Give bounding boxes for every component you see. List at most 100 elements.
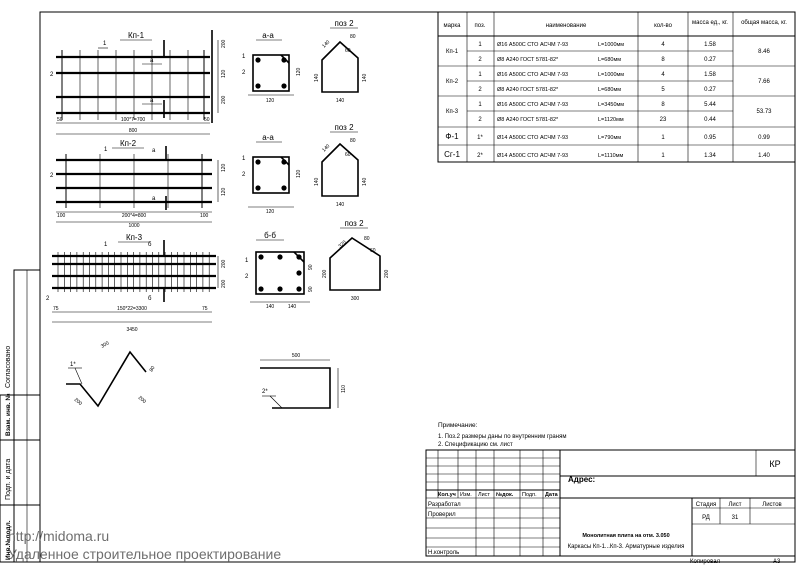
spec-pos: 1 — [478, 72, 482, 78]
dim: 140 — [314, 177, 320, 186]
dim: 200 — [221, 259, 227, 268]
spec-name: Ø16 А500С СТО АСЧМ 7-93 — [497, 42, 568, 48]
fixture-2: 500 110 2* — [260, 353, 347, 409]
cut-mark: а — [150, 58, 154, 64]
object-title: Монолитная плита на отм. 3.050 — [582, 533, 669, 539]
spec-name: Ø16 А500С СТО АСЧМ 7-93 — [497, 72, 568, 78]
spec-header: наименование — [546, 23, 587, 29]
dim: 100*7=700 — [121, 117, 146, 123]
spec-total: 7.66 — [758, 79, 770, 85]
spec-total: 1.40 — [758, 153, 770, 159]
pos-mark: 1 — [245, 258, 249, 264]
spec-header: марка — [444, 23, 462, 29]
spec-total: 8.46 — [758, 49, 770, 55]
spec-name: Ø8 А240 ГОСТ 5781-82* — [497, 57, 559, 63]
tb-col: Подп. — [522, 492, 537, 498]
dim: 120 — [221, 69, 227, 78]
spec-table: марка поз. наименование кол-во масса ед.… — [437, 11, 796, 163]
inv2-label: Инв.№подл. — [5, 520, 12, 560]
pos-mark: 1* — [70, 362, 76, 368]
sign-label: Подп. и дата — [5, 459, 12, 500]
sheets-header: Листов — [762, 502, 782, 508]
spec-pos: 1 — [478, 42, 482, 48]
spec-header: поз. — [475, 23, 486, 29]
spec-qty: 5 — [661, 87, 665, 93]
spec-length: L=1000мм — [598, 72, 624, 78]
frame-label: Кп-1 — [128, 31, 145, 40]
pos-mark: 1 — [104, 242, 108, 248]
stage-header: Стадия — [696, 502, 716, 508]
watermark-url[interactable]: http://midoma.ru — [8, 528, 110, 544]
spec-pos: 1 — [478, 102, 482, 108]
dim: 140 — [336, 98, 345, 104]
stirrup-2: поз 2 140 80 60 140 140 140 — [314, 123, 368, 208]
spec-qty: 23 — [660, 117, 667, 123]
dim: 75 — [202, 306, 208, 312]
spec-mark: Кп-3 — [446, 109, 459, 115]
section-3: б-б 1 2 140 140 90 90 — [245, 231, 314, 310]
format-label: А3 — [773, 559, 781, 565]
dim: 320 — [337, 239, 347, 249]
tb-col: Дата — [545, 492, 559, 498]
dim: 140 — [321, 39, 331, 49]
dim: 200 — [384, 269, 390, 278]
dim: 500 — [292, 353, 301, 359]
dim: 80 — [364, 236, 370, 242]
pos-mark: 2 — [242, 172, 246, 178]
spec-name: Ø14 А500С СТО АСЧМ 7-93 — [497, 153, 568, 159]
note-2: 2. Спецификацию см. лист — [438, 442, 513, 448]
spec-mass: 1.34 — [704, 153, 716, 159]
spec-pos: 2 — [478, 87, 482, 93]
dim: 110 — [341, 385, 347, 393]
section-title: а-а — [262, 31, 274, 40]
dim: 120 — [266, 98, 275, 104]
dim: 200*4=800 — [122, 213, 147, 219]
dim: 120 — [296, 169, 302, 178]
spec-mass: 0.95 — [704, 135, 716, 141]
spec-name: Ø14 А500С СТО АСЧМ 7-93 — [497, 135, 568, 141]
stirrup-title: поз 2 — [334, 19, 354, 28]
spec-name: Ø8 А240 ГОСТ 5781-82* — [497, 117, 559, 123]
tb-role: Проверил — [428, 512, 456, 518]
dim: 60 — [370, 248, 376, 254]
frame-kp2: Кп-2 а а 1 2 120 120 100 200*4=800 100 1… — [50, 139, 227, 229]
notes: Примечание: 1. Поз.2 размеры даны по вну… — [438, 422, 566, 448]
dim: 200 — [221, 39, 227, 48]
spec-header: масса ед., кг. — [692, 20, 728, 26]
pos-mark: 2 — [50, 72, 54, 78]
frame-label: Кп-2 — [120, 139, 137, 148]
fixture-1: 1* 300 80 200 200 — [66, 340, 157, 408]
spec-pos: 1* — [477, 135, 483, 141]
stirrup-1: поз 2 140 80 60 140 140 140 — [314, 19, 368, 104]
cut-mark: б — [148, 296, 152, 302]
section-2: а-а 1 2 120 120 — [242, 133, 302, 215]
spec-length: L=1000мм — [598, 42, 624, 48]
spec-pos: 2* — [477, 153, 483, 159]
spec-total: 0.99 — [758, 135, 770, 141]
dim: 140 — [336, 202, 345, 208]
spec-qty: 8 — [661, 57, 665, 63]
side-stamp: Согласовано Взам. инв. № Подп. и дата Ин… — [0, 269, 41, 563]
spec-qty: 4 — [661, 42, 665, 48]
dim: 140 — [321, 143, 331, 153]
dim: 300 — [100, 340, 110, 349]
note-1: 1. Поз.2 размеры даны по внутренним гран… — [438, 434, 566, 440]
dim: 300 — [351, 296, 360, 302]
dim: 100 — [57, 213, 66, 219]
stirrup-title: поз 2 — [344, 219, 364, 228]
address-label: Адрес: — [568, 475, 595, 484]
tb-role: Н.контроль — [428, 550, 459, 556]
frame-label: Кп-3 — [126, 233, 143, 242]
section-1: а-а 1 2 120 120 — [242, 31, 302, 104]
spec-mass: 1.58 — [704, 42, 716, 48]
inv-label: Взам. инв. № — [5, 393, 12, 436]
spec-length: L=1110мм — [598, 153, 623, 159]
pos-mark: 2* — [262, 389, 268, 395]
spec-name: Ø8 А240 ГОСТ 5781-82* — [497, 87, 559, 93]
dim: 150*22=3300 — [117, 306, 147, 312]
pos-mark: 1 — [242, 54, 246, 60]
pos-mark: 1 — [104, 147, 108, 153]
kp3-stirrups — [57, 252, 210, 292]
spec-mass: 0.27 — [704, 87, 716, 93]
